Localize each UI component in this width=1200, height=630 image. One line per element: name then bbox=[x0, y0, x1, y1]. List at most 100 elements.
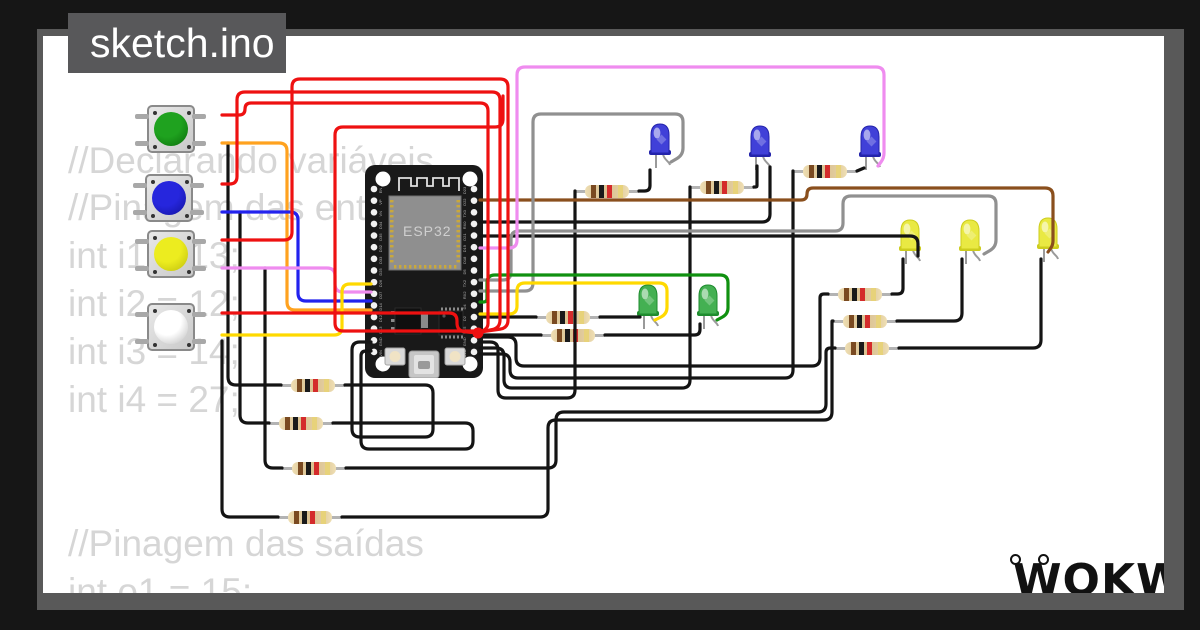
pin-right-D21[interactable] bbox=[470, 232, 478, 239]
resistor-band bbox=[851, 341, 856, 355]
led-yellow-3[interactable] bbox=[1036, 216, 1062, 271]
resistor-band bbox=[817, 164, 822, 178]
resistor-yellow-3[interactable] bbox=[835, 341, 899, 355]
screw-icon bbox=[153, 343, 157, 347]
pin-right-D22[interactable] bbox=[470, 197, 478, 204]
module-pad bbox=[390, 260, 394, 263]
boot-button-cap[interactable] bbox=[449, 351, 461, 362]
resistor-band bbox=[557, 328, 562, 342]
pin-label: RX0 bbox=[462, 221, 467, 230]
pushbutton-yellow[interactable] bbox=[135, 230, 206, 278]
resistor-green-2[interactable] bbox=[541, 328, 605, 342]
screw-icon bbox=[153, 111, 157, 115]
pushbutton-yellow-cap[interactable] bbox=[154, 237, 188, 271]
chip-pin bbox=[453, 335, 455, 339]
pin-right-RX2[interactable] bbox=[470, 290, 478, 298]
button-leg bbox=[192, 339, 206, 344]
pin-right-RX0[interactable] bbox=[470, 220, 478, 228]
pushbutton-white-cap[interactable] bbox=[154, 310, 188, 344]
pin-right-D4[interactable] bbox=[470, 302, 478, 309]
resistor-btn-3[interactable] bbox=[282, 461, 346, 475]
resistor-yellow-1[interactable] bbox=[828, 287, 892, 301]
led-green-2[interactable] bbox=[696, 283, 722, 338]
en-button-cap[interactable] bbox=[389, 351, 401, 362]
resistor-band bbox=[294, 510, 299, 524]
pin-left-D32[interactable] bbox=[370, 243, 378, 251]
pin-left-D35[interactable] bbox=[370, 232, 378, 239]
screw-icon bbox=[153, 145, 157, 149]
pin-right-D18[interactable] bbox=[470, 255, 478, 263]
resistor-band bbox=[714, 180, 719, 194]
pin-label: D27 bbox=[378, 291, 383, 299]
led-yellow-1[interactable] bbox=[898, 218, 924, 273]
resistor-blue-3[interactable] bbox=[793, 164, 857, 178]
resistor-band bbox=[852, 287, 857, 301]
screw-icon bbox=[153, 270, 157, 274]
pin-right-TX2[interactable] bbox=[470, 278, 478, 286]
pin-left-GND[interactable] bbox=[370, 337, 378, 344]
pin-right-TX0[interactable] bbox=[470, 208, 478, 216]
screw-icon bbox=[187, 111, 191, 115]
pin-left-D26[interactable] bbox=[370, 278, 378, 286]
sketch-tab[interactable]: sketch.ino bbox=[68, 13, 286, 73]
resistor-btn-4[interactable] bbox=[278, 510, 342, 524]
led-yellow-2[interactable] bbox=[958, 218, 984, 273]
module-pad bbox=[456, 260, 460, 263]
resistor-band bbox=[293, 416, 298, 430]
pin-left-D27[interactable] bbox=[370, 290, 378, 298]
screw-icon bbox=[185, 214, 189, 218]
pin-left-D25[interactable] bbox=[370, 267, 378, 274]
resistor-blue-1[interactable] bbox=[575, 184, 639, 198]
chip-pin bbox=[453, 307, 455, 311]
regulator-leg bbox=[391, 311, 395, 314]
pin-right-D2[interactable] bbox=[470, 313, 478, 321]
screw-icon bbox=[151, 214, 155, 218]
pin-left-VP[interactable] bbox=[370, 197, 378, 204]
module-pad bbox=[390, 245, 394, 248]
resistor-btn-2[interactable] bbox=[269, 416, 333, 430]
resistor-band bbox=[301, 416, 306, 430]
led-green-1[interactable] bbox=[636, 283, 662, 338]
pin-left-D13[interactable] bbox=[370, 325, 378, 332]
module-pad bbox=[399, 265, 402, 269]
pin-left-D12[interactable] bbox=[370, 313, 378, 321]
resistor-yellow-2[interactable] bbox=[833, 314, 897, 328]
module-pad bbox=[390, 200, 394, 203]
pin-left-VIN[interactable] bbox=[370, 348, 378, 356]
pin-left-VN[interactable] bbox=[370, 208, 378, 216]
led-blue-1[interactable] bbox=[648, 122, 674, 177]
resistor-band bbox=[306, 461, 311, 475]
pushbutton-blue-cap[interactable] bbox=[152, 181, 186, 215]
pin-label: VP bbox=[378, 199, 383, 205]
esp32-module-label: ESP32 bbox=[403, 223, 452, 239]
pin-left-D33[interactable] bbox=[370, 255, 378, 263]
pushbutton-white[interactable] bbox=[135, 303, 206, 351]
pushbutton-green-cap[interactable] bbox=[154, 112, 188, 146]
resistor-band bbox=[722, 180, 727, 194]
led-blue-2[interactable] bbox=[748, 124, 774, 179]
led-anode-leg bbox=[662, 153, 671, 166]
pin-left-D34[interactable] bbox=[370, 220, 378, 228]
module-pad bbox=[456, 245, 460, 248]
pin-right-GND[interactable] bbox=[470, 337, 478, 344]
pin-right-D15[interactable] bbox=[470, 325, 478, 332]
pushbutton-green[interactable] bbox=[135, 105, 206, 153]
module-pad bbox=[456, 215, 460, 218]
pin-left-EN[interactable] bbox=[370, 185, 378, 193]
led-blue-3[interactable] bbox=[858, 124, 884, 179]
pin-label: D19 bbox=[462, 244, 467, 252]
pin-left-D14[interactable] bbox=[370, 302, 378, 309]
resistor-green-1[interactable] bbox=[536, 310, 600, 324]
pin-right-3V3[interactable] bbox=[470, 348, 478, 356]
pin-right-D23[interactable] bbox=[470, 185, 478, 193]
pin-label: GND bbox=[462, 337, 467, 346]
pin-label: D14 bbox=[378, 302, 383, 310]
pushbutton-blue[interactable] bbox=[133, 174, 204, 222]
pin-right-D5[interactable] bbox=[470, 267, 478, 274]
resistor-blue-2[interactable] bbox=[690, 180, 754, 194]
button-leg bbox=[133, 210, 147, 215]
screw-icon bbox=[185, 180, 189, 184]
pin-right-D19[interactable] bbox=[470, 243, 478, 251]
resistor-btn-1[interactable] bbox=[281, 378, 345, 392]
